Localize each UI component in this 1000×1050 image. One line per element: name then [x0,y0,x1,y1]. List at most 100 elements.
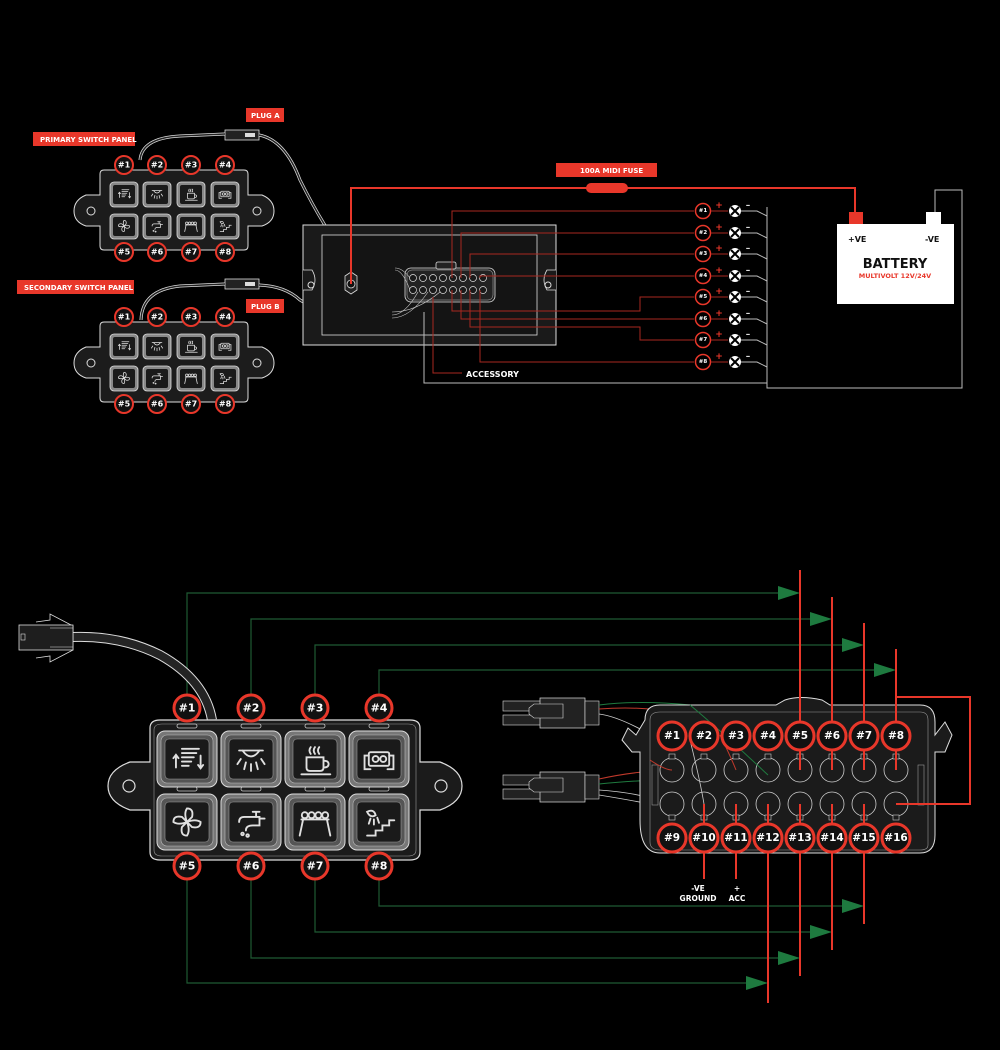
primary-panel-switch-button-5[interactable] [109,213,139,240]
svg-text:#1: #1 [179,702,196,715]
accessory-ground-line [423,312,767,384]
bulb-icon [728,204,742,218]
secondary-panel-switch-button-6[interactable] [142,365,172,392]
connector-pin-hole [755,757,781,783]
bottom-switch-button-4[interactable] [348,723,410,788]
bottom-switch-number-badge: #5 [172,851,202,881]
secondary-panel-switch-button-3[interactable] [176,333,206,360]
primary-panel-number-badge: #8 [215,242,235,262]
bottom-plug-connector[interactable] [18,613,74,663]
svg-text:#13: #13 [788,832,811,844]
switch-3-signal-wire [314,638,864,697]
svg-text:#6: #6 [151,400,164,409]
svg-text:#4: #4 [371,702,388,715]
bottom-switch-button-6[interactable] [220,786,282,851]
svg-text:#5: #5 [118,400,131,409]
compressor-icon [363,751,395,771]
switch-5-signal-wire [186,877,768,990]
svg-text:#2: #2 [151,313,163,322]
positive-sign: + [715,309,723,319]
secondary-switch-panel [73,321,275,403]
svg-text:#3: #3 [307,702,324,715]
svg-text:#16: #16 [884,832,907,844]
primary-panel-switch-button-1[interactable] [109,181,139,208]
controller-pin [419,274,427,282]
svg-text:#7: #7 [856,730,872,742]
accessory-label: ACCESSORY [466,370,519,379]
pigtail-plugs[interactable] [502,697,701,806]
bottom-switch-button-3[interactable] [284,723,346,788]
svg-text:#7: #7 [307,860,324,873]
controller-pin [439,286,447,294]
positive-sign: + [715,244,723,254]
light-rack-icon [184,221,198,232]
ground-bus [766,189,963,389]
connector-pin-badge: #4 [752,720,784,752]
secondary-panel-number-badge: #1 [114,307,134,327]
primary-panel-number-badge: #2 [147,155,167,175]
primary-panel-number-badge: #6 [147,242,167,262]
primary-panel-switch-button-4[interactable] [210,181,240,208]
plug-a-connector[interactable] [224,129,260,141]
connector-pin-badge: #5 [784,720,816,752]
svg-text:#11: #11 [724,832,747,844]
bulb-icon [728,355,742,369]
ground-label: -VE GROUND [680,884,717,903]
secondary-panel-switch-button-7[interactable] [176,365,206,392]
connector-pin-badge: #16 [880,822,912,854]
primary-panel-switch-button-2[interactable] [142,181,172,208]
secondary-panel-switch-button-5[interactable] [109,365,139,392]
connector-pin-badge: #9 [656,822,688,854]
controller-pin [429,274,437,282]
connector-pin-badge: #13 [784,822,816,854]
compressor-icon [218,342,232,351]
bottom-switch-button-5[interactable] [156,786,218,851]
secondary-panel-switch-button-1[interactable] [109,333,139,360]
negative-sign: – [746,223,751,233]
controller-pin [409,274,417,282]
connector-pin-badge: #14 [816,822,848,854]
bottom-switch-number-badge: #4 [364,693,394,723]
switch-2-signal-wire [250,612,832,697]
output-number: #5 [699,294,708,300]
bulb-icon [728,312,742,326]
svg-text:#8: #8 [371,860,388,873]
primary-panel-switch-button-8[interactable] [210,213,240,240]
light-bar-icon [172,747,205,770]
connector-pin-hole [659,791,685,817]
secondary-panel-number-badge: #8 [215,394,235,414]
negative-sign: – [746,244,751,254]
plug-b-connector[interactable] [224,278,260,290]
primary-panel-switch-button-6[interactable] [142,213,172,240]
bottom-switch-button-7[interactable] [284,786,346,851]
bulb-icon [728,247,742,261]
positive-sign: + [715,201,723,211]
primary-panel-switch-button-3[interactable] [176,181,206,208]
arrow-icon [746,976,768,990]
bottom-switch-button-8[interactable] [348,786,410,851]
connector-pin-badge: #11 [720,822,752,854]
controller-module [302,224,557,346]
fan-icon [118,372,130,384]
primary-panel-number-badge: #5 [114,242,134,262]
secondary-panel-switch-button-4[interactable] [210,333,240,360]
positive-sign: + [715,330,723,340]
secondary-panel-switch-button-8[interactable] [210,365,240,392]
secondary-panel-number-badge: #2 [147,307,167,327]
pigtail-plug-lower [502,771,600,803]
battery-title: BATTERY [863,257,928,272]
bottom-switch-button-2[interactable] [220,723,282,788]
light-rack-icon [298,811,332,837]
svg-text:#1: #1 [118,161,131,170]
output-circuit-4: #4+– [479,266,768,285]
switch-4-signal-wire [378,663,896,697]
bottom-switch-button-1[interactable] [156,723,218,788]
primary-panel-switch-button-7[interactable] [176,213,206,240]
secondary-panel-switch-button-2[interactable] [142,333,172,360]
positive-sign: + [715,287,723,297]
bulb-icon [728,333,742,347]
battery-negative-label: -VE [925,235,939,244]
controller-pin [439,274,447,282]
accessory-wire [432,297,462,374]
bulb-icon [728,226,742,240]
